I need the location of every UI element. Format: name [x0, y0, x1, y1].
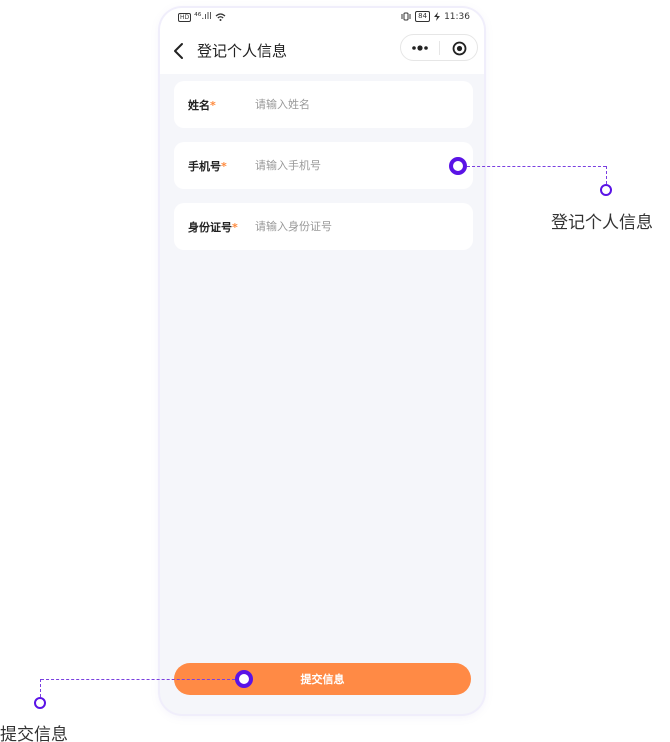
hd-icon: HD — [178, 12, 192, 22]
more-dots-icon — [412, 45, 428, 51]
required-mark: * — [232, 221, 238, 234]
back-button[interactable] — [172, 42, 188, 60]
status-left: HD ⁴⁶.ıll — [178, 12, 226, 22]
status-right: 84 11:36 — [401, 11, 470, 22]
name-field: 姓名* — [174, 81, 473, 128]
more-button[interactable] — [401, 35, 439, 60]
hotspot-marker-register — [449, 157, 467, 175]
hotspot-marker-submit — [235, 670, 253, 688]
annotation-line-register-vertical — [606, 166, 607, 184]
annotation-label-submit: 提交信息 — [0, 725, 68, 742]
annotation-endpoint-register — [600, 184, 612, 196]
id-card-field: 身份证号* — [174, 203, 473, 250]
annotation-line-submit — [41, 679, 235, 680]
capsule-divider — [439, 41, 440, 55]
vibrate-icon — [401, 12, 411, 21]
id-card-label: 身份证号* — [188, 221, 238, 234]
phone-frame: HD ⁴⁶.ıll 84 11:36 — [160, 8, 484, 714]
status-bar: HD ⁴⁶.ıll 84 11:36 — [160, 8, 484, 28]
annotation-line-register — [467, 166, 606, 167]
clock: 11:36 — [444, 11, 470, 22]
target-close-icon — [452, 41, 467, 56]
phone-label: 手机号* — [188, 160, 227, 173]
required-mark: * — [210, 99, 216, 112]
annotation-label-register: 登记个人信息 — [551, 213, 653, 233]
wifi-icon — [215, 13, 226, 21]
phone-input[interactable] — [255, 154, 455, 176]
chevron-left-icon — [174, 43, 183, 59]
mini-program-capsule — [400, 34, 478, 61]
phone-field: 手机号* — [174, 142, 473, 189]
name-label: 姓名* — [188, 99, 216, 112]
annotation-endpoint-submit — [34, 697, 46, 709]
close-mini-program-button[interactable] — [440, 35, 478, 60]
annotation-line-submit-vertical — [40, 679, 41, 697]
name-input[interactable] — [255, 93, 455, 115]
page-title: 登记个人信息 — [197, 42, 288, 60]
nav-bar: 登记个人信息 — [160, 28, 484, 74]
battery-icon: 84 — [415, 11, 431, 22]
charging-icon — [434, 12, 441, 21]
required-mark: * — [221, 160, 227, 173]
signal-icon: ⁴⁶.ıll — [194, 12, 212, 22]
id-card-input[interactable] — [255, 215, 455, 237]
